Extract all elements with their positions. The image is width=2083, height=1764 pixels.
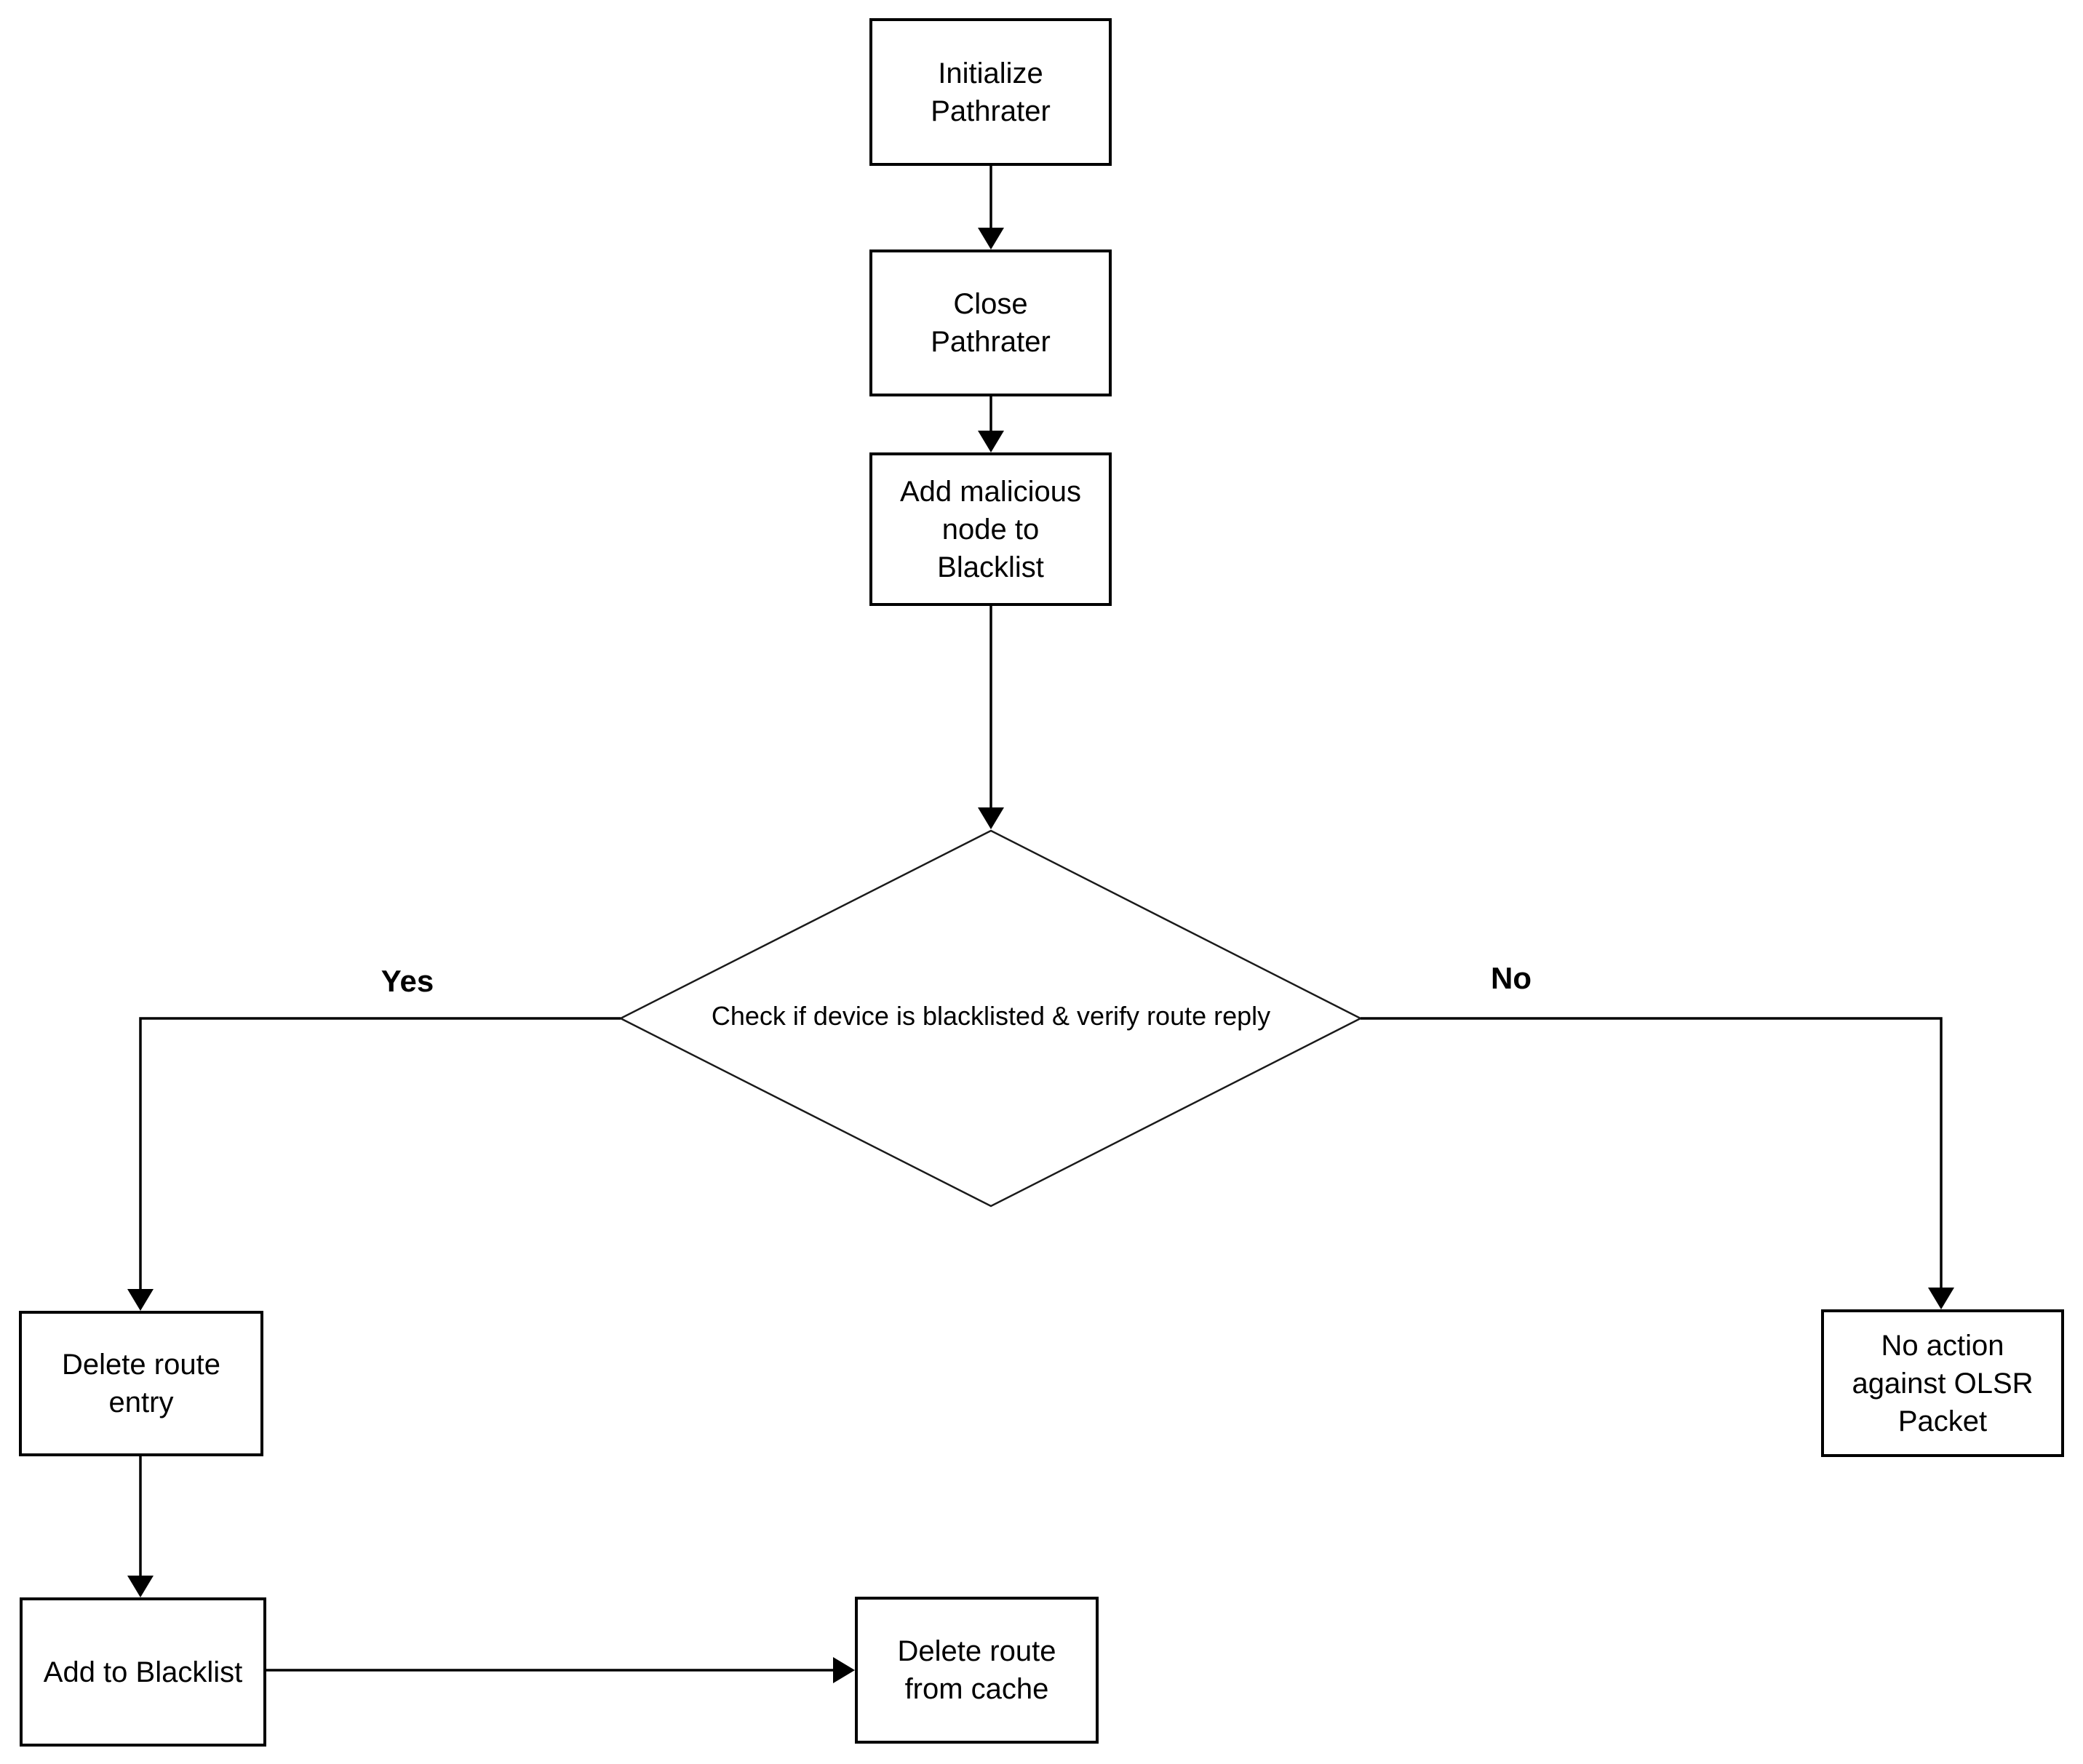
arrowhead-delete-cache — [833, 1657, 855, 1683]
decision-diamond-shape — [618, 829, 1363, 1208]
arrowhead-add-blacklist — [127, 1576, 154, 1597]
edge-no-branch — [1361, 1017, 1943, 1290]
arrowhead-no-action — [1928, 1288, 1954, 1309]
node-initialize-pathrater: Initialize Pathrater — [869, 18, 1112, 166]
edge-label-no: No — [1491, 961, 1532, 995]
arrowhead-delete-entry — [127, 1289, 154, 1311]
arrowhead-addmalicious — [978, 431, 1004, 452]
node-add-malicious-node: Add malicious node to Blacklist — [869, 452, 1112, 606]
arrowhead-decision — [978, 807, 1004, 829]
node-delete-route-from-cache: Delete route from cache — [855, 1597, 1099, 1744]
node-delete-route-entry: Delete route entry — [19, 1311, 263, 1456]
node-no-action-olsr: No action against OLSR Packet — [1821, 1309, 2064, 1457]
decision-check-blacklisted-label: Check if device is blacklisted & verify … — [711, 1001, 1271, 1031]
edge-yes-branch — [139, 1017, 621, 1291]
node-close-pathrater: Close Pathrater — [869, 250, 1112, 396]
arrowhead-close — [978, 228, 1004, 250]
edge-label-yes: Yes — [381, 964, 434, 998]
node-add-to-blacklist: Add to Blacklist — [20, 1597, 266, 1747]
